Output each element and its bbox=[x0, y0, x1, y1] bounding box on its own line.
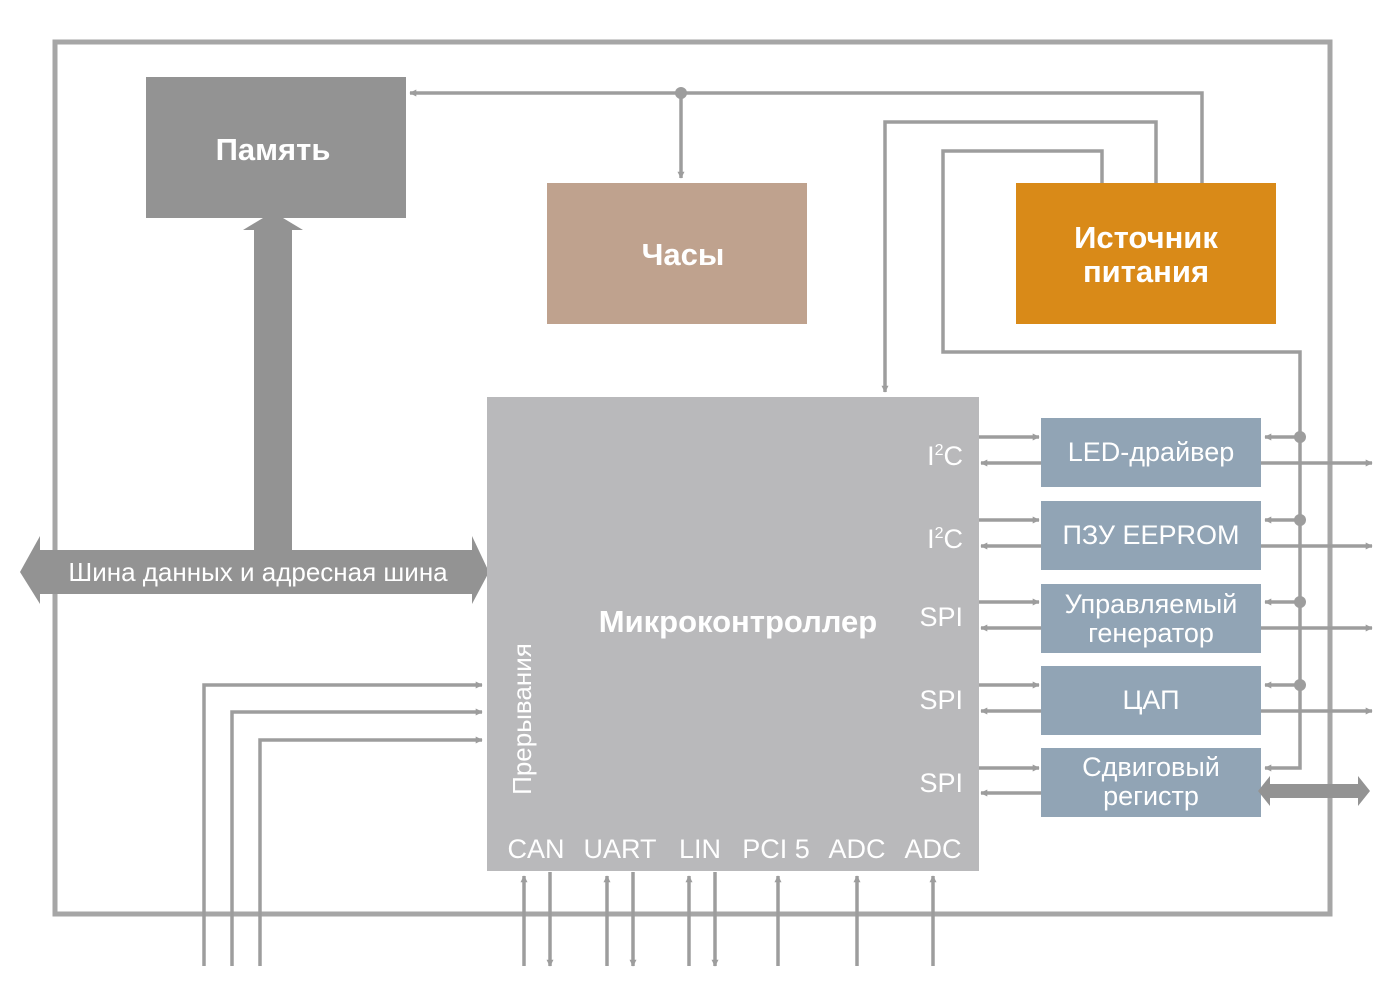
peripheral-blocks: LED-драйвер ПЗУ EEPROM Управляемый генер… bbox=[1041, 418, 1261, 817]
controlled-generator-label-1: Управляемый bbox=[1065, 589, 1238, 619]
port-i2c-2: I2C bbox=[927, 524, 963, 554]
dac-block bbox=[1041, 666, 1261, 735]
dac-label: ЦАП bbox=[1122, 685, 1179, 715]
wire-interrupt-2 bbox=[230, 708, 483, 966]
port-spi-1: SPI bbox=[919, 602, 963, 632]
eeprom-block bbox=[1041, 501, 1261, 570]
port-i2c-1: I2C bbox=[927, 441, 963, 471]
microcontroller-label: Микроконтроллер bbox=[599, 604, 877, 639]
wire-interrupt-1 bbox=[202, 681, 483, 966]
port-lin: LIN bbox=[679, 834, 721, 864]
clock-block bbox=[547, 183, 807, 324]
clock-label: Часы bbox=[642, 237, 725, 272]
led-driver-block bbox=[1041, 418, 1261, 487]
port-adc-2: ADC bbox=[904, 834, 961, 864]
mcu-bottom-port-labels: CAN UART LIN PCI 5 ADC ADC bbox=[507, 834, 961, 864]
power-supply-label-1: Источник bbox=[1074, 220, 1218, 255]
port-spi-3: SPI bbox=[919, 768, 963, 798]
wire-power-to-peripherals bbox=[941, 149, 1302, 772]
power-supply-label-2: питания bbox=[1083, 254, 1209, 289]
shift-register-output-bus bbox=[1258, 776, 1370, 806]
port-can: CAN bbox=[507, 834, 564, 864]
data-bus bbox=[20, 212, 489, 604]
power-supply-block bbox=[1016, 183, 1276, 324]
memory-label: Память bbox=[216, 132, 331, 167]
port-spi-2: SPI bbox=[919, 685, 963, 715]
bus-label: Шина данных и адресная шина bbox=[68, 557, 448, 587]
shift-register-label-2: регистр bbox=[1103, 781, 1199, 811]
controlled-generator-label-2: генератор bbox=[1088, 618, 1214, 648]
port-adc-1: ADC bbox=[828, 834, 885, 864]
eeprom-label: ПЗУ EEPROM bbox=[1062, 520, 1239, 550]
wire-power-to-mcu bbox=[881, 120, 1158, 393]
shift-register-block bbox=[1041, 748, 1261, 817]
shift-register-label-1: Сдвиговый bbox=[1082, 752, 1220, 782]
junction-dots bbox=[675, 87, 1306, 691]
port-pci5: PCI 5 bbox=[742, 834, 810, 864]
wires bbox=[202, 89, 1373, 967]
port-uart: UART bbox=[583, 834, 656, 864]
microcontroller-block bbox=[487, 397, 979, 871]
led-driver-label: LED-драйвер bbox=[1068, 437, 1234, 467]
controlled-generator-block bbox=[1041, 584, 1261, 653]
mcu-port-labels: I2C I2C SPI SPI SPI bbox=[919, 441, 963, 798]
wire-interrupt-3 bbox=[258, 736, 483, 966]
board-frame bbox=[52, 39, 1333, 917]
memory-block bbox=[146, 77, 406, 218]
wire-power-to-memory bbox=[409, 89, 1204, 183]
interrupts-label: Прерывания bbox=[507, 643, 537, 795]
